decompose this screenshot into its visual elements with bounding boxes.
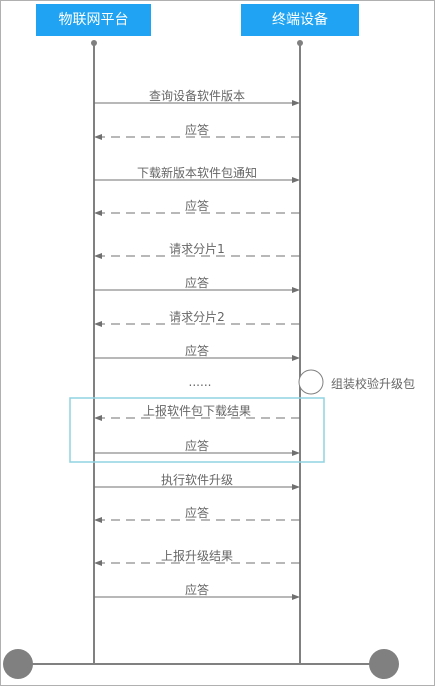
message-label: 应答	[184, 439, 210, 453]
message-label: 应答	[184, 506, 210, 520]
self-process-circle	[298, 369, 324, 395]
message-label: 查询设备软件版本	[148, 89, 246, 103]
message-label: 上报升级结果	[160, 549, 234, 563]
message-label: 请求分片1	[169, 242, 225, 256]
message-label: 应答	[184, 276, 210, 290]
self-note-label: 组装校验升级包	[331, 377, 416, 391]
message-label: 执行软件升级	[160, 473, 234, 487]
ellipsis-label: ......	[188, 375, 212, 389]
message-label: 请求分片2	[169, 310, 225, 324]
actor-iot-platform: 物联网平台	[36, 4, 151, 36]
message-label: 应答	[184, 344, 210, 358]
highlight-box	[69, 397, 325, 463]
bottom-circle-left	[3, 649, 33, 679]
message-label: 应答	[184, 583, 210, 597]
message-label: 下载新版本软件包通知	[136, 166, 258, 180]
message-label: 上报软件包下载结果	[142, 404, 252, 418]
message-label: 应答	[184, 199, 210, 213]
bottom-circle-right	[369, 649, 399, 679]
actor-terminal-device: 终端设备	[241, 4, 359, 36]
message-label: 应答	[184, 123, 210, 137]
